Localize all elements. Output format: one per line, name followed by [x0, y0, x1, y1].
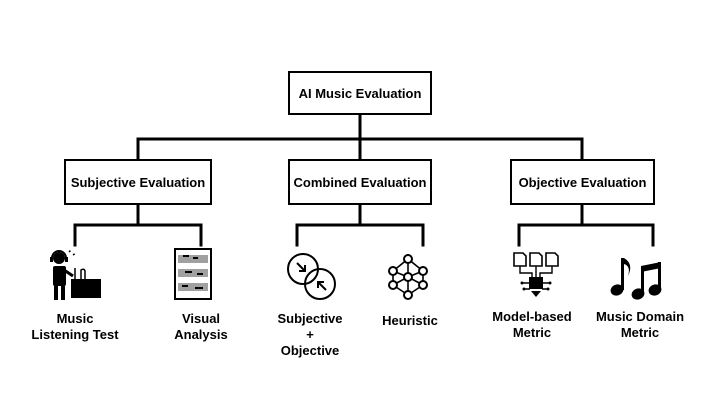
- model-documents-icon: [513, 252, 559, 297]
- music-notes-icon: [610, 258, 662, 300]
- subjective-evaluation-node: Subjective Evaluation: [64, 159, 212, 205]
- neural-network-icon: [388, 254, 428, 300]
- leaf-label-music-domain-metric: Music Domain Metric: [595, 309, 685, 340]
- leaf-label-music-listening-test: Music Listening Test: [31, 311, 119, 342]
- leaf-label-model-based-metric: Model-based Metric: [492, 309, 572, 340]
- sheet-music-icon: [174, 248, 212, 300]
- leaf-label-subjective-objective: Subjective + Objective: [277, 311, 343, 358]
- overlapping-circles-icon: [287, 253, 336, 300]
- leaf-label-visual-analysis: Visual Analysis: [174, 311, 228, 342]
- listener-headphones-icon: [50, 249, 101, 300]
- combined-evaluation-node: Combined Evaluation: [288, 159, 432, 205]
- root-node: AI Music Evaluation: [288, 71, 432, 115]
- leaf-label-heuristic: Heuristic: [382, 313, 438, 328]
- objective-evaluation-node: Objective Evaluation: [510, 159, 655, 205]
